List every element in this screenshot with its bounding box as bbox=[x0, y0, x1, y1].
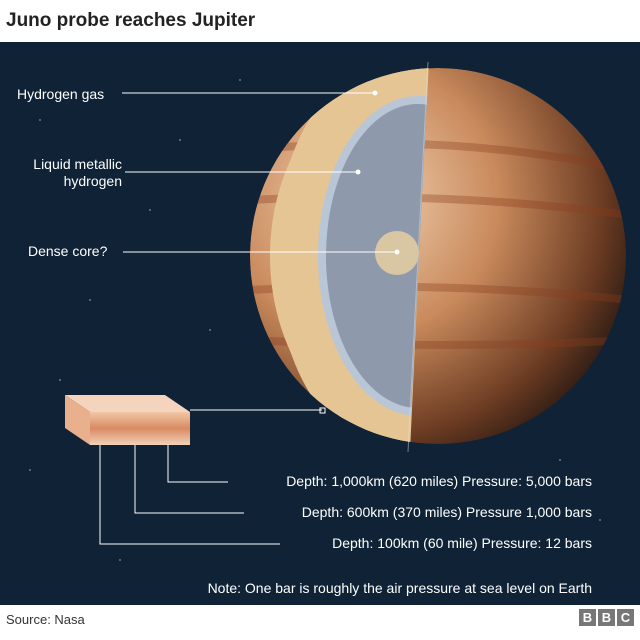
label-liquid-metallic-2: hydrogen bbox=[63, 173, 122, 189]
source: Source: Nasa bbox=[6, 612, 85, 627]
label-liquid-metallic: Liquid metallic bbox=[33, 156, 122, 172]
stars bbox=[29, 79, 601, 561]
cross-section-block bbox=[65, 395, 190, 445]
depth-600km: Depth: 600km (370 miles) Pressure 1,000 … bbox=[301, 504, 592, 520]
page-title: Juno probe reaches Jupiter bbox=[6, 10, 256, 31]
label-hydrogen-gas: Hydrogen gas bbox=[17, 86, 105, 102]
note: Note: One bar is roughly the air pressur… bbox=[207, 580, 592, 596]
depth-100km: Depth: 100km (60 mile) Pressure: 12 bars bbox=[332, 535, 592, 551]
depth-1000km: Depth: 1,000km (620 miles) Pressure: 5,0… bbox=[286, 473, 592, 489]
label-dense-core: Dense core? bbox=[28, 243, 108, 259]
leader-lines bbox=[99, 92, 397, 545]
